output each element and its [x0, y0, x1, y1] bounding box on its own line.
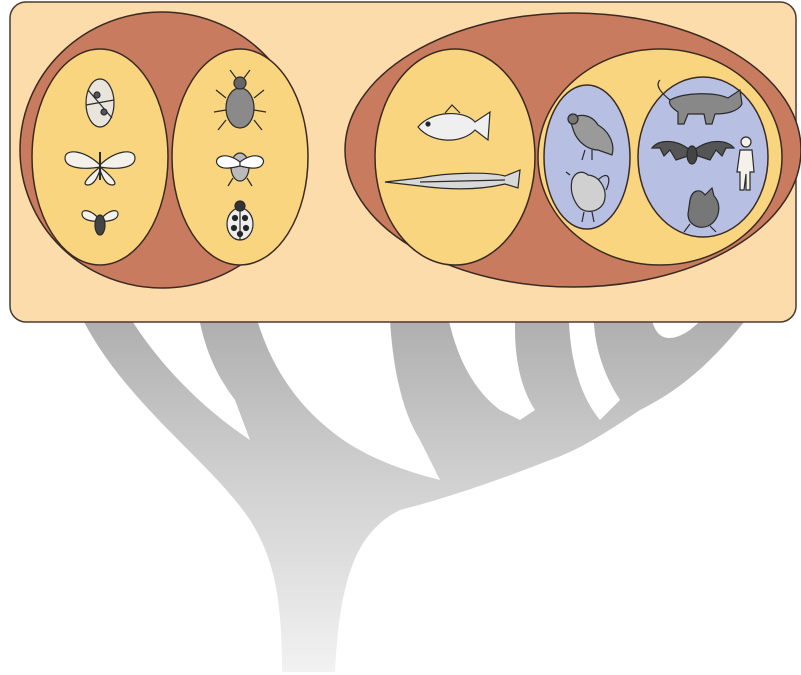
moth-icon — [86, 79, 114, 127]
fish-group — [375, 49, 535, 265]
